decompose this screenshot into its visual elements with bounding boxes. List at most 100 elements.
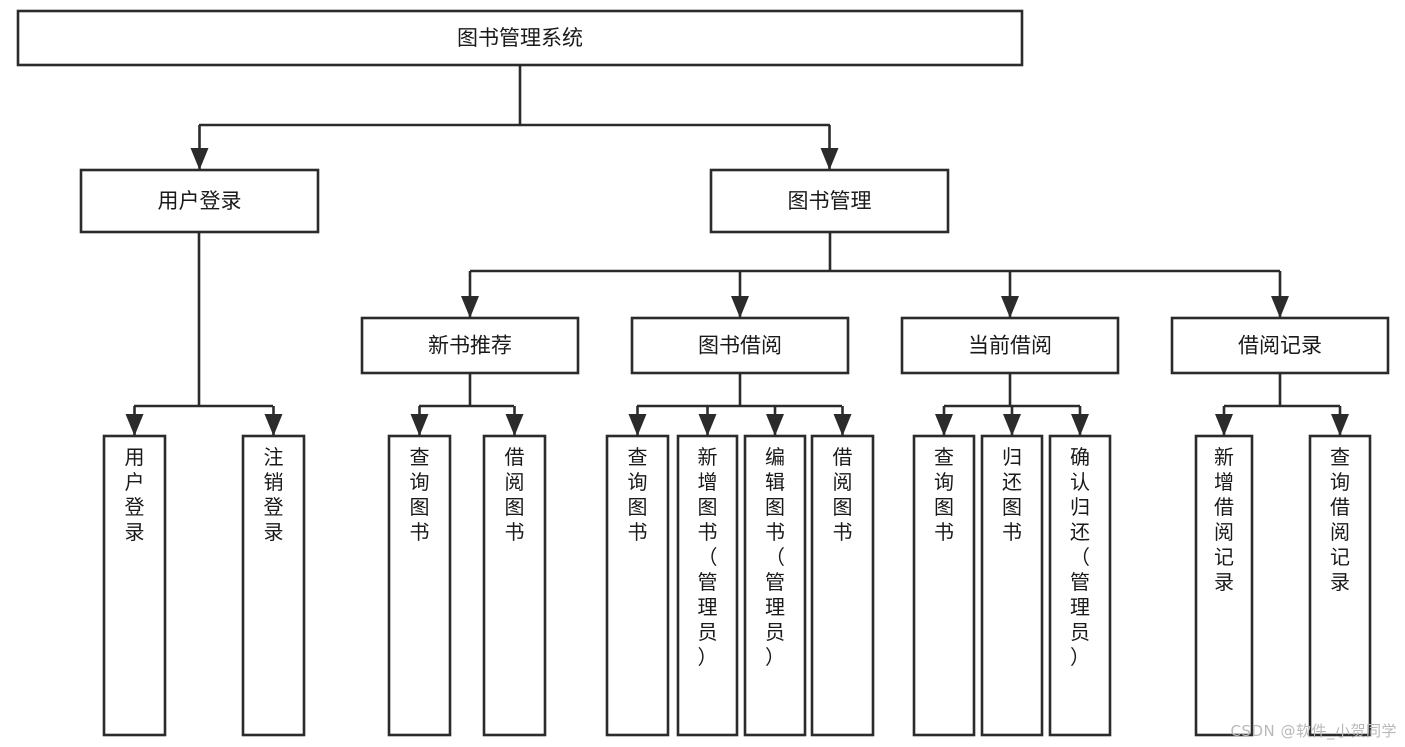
node-leaf-bor-2[interactable]: 新增图书（管理员） xyxy=(676,434,739,737)
arrow-head-icon xyxy=(698,414,717,436)
node-label: 确认归还（管理员） xyxy=(1070,445,1090,669)
arrow-head-icon xyxy=(1271,296,1289,318)
node-box xyxy=(743,434,807,737)
connector-layer xyxy=(125,65,1349,436)
arrow-head-icon xyxy=(461,296,479,318)
edge-borrow-to-leaf-bor-3 xyxy=(766,406,784,436)
node-layer: 图书管理系统用户登录图书管理新书推荐图书借阅当前借阅借阅记录用户登录注销登录查询… xyxy=(16,9,1390,737)
node-leaf-rec-1[interactable]: 新增借阅记录 xyxy=(1194,434,1254,737)
connector-bus-bookmgmt xyxy=(470,232,1280,273)
arrow-head-icon xyxy=(731,296,749,318)
edge-borrow-to-leaf-bor-2 xyxy=(698,406,717,436)
node-box xyxy=(630,316,850,375)
node-current[interactable]: 当前借阅 xyxy=(900,316,1120,375)
node-label: 图书管理 xyxy=(788,189,872,213)
arrow-head-icon xyxy=(935,414,953,436)
connector-bus-current xyxy=(944,373,1080,408)
edge-root-to-login xyxy=(190,125,209,170)
node-box xyxy=(241,434,306,737)
edge-current-to-leaf-cur-2 xyxy=(1003,406,1021,436)
arrow-head-icon xyxy=(1071,414,1089,436)
node-label: 借阅记录 xyxy=(1238,334,1322,358)
node-leaf-cur-3[interactable]: 确认归还（管理员） xyxy=(1048,434,1112,737)
edge-current-to-leaf-cur-3 xyxy=(1071,406,1089,436)
node-label: 注销登录 xyxy=(264,445,284,544)
node-label: 新书推荐 xyxy=(428,334,512,358)
node-leaf-new-1[interactable]: 查询图书 xyxy=(387,434,452,737)
arrow-head-icon xyxy=(628,414,647,436)
node-leaf-bor-3[interactable]: 编辑图书（管理员） xyxy=(743,434,807,737)
edge-root-to-bookmgmt xyxy=(820,125,839,170)
edge-login-to-leaf-login-2 xyxy=(264,406,283,436)
node-box xyxy=(360,316,580,375)
node-label: 图书借阅 xyxy=(698,334,782,358)
connector-bus-borrow xyxy=(637,373,842,408)
node-label: 查询图书 xyxy=(410,445,430,544)
node-label: 借阅图书 xyxy=(505,445,525,544)
arrow-head-icon xyxy=(505,414,524,436)
edge-login-to-leaf-login-1 xyxy=(125,406,144,436)
node-leaf-new-2[interactable]: 借阅图书 xyxy=(482,434,547,737)
node-login[interactable]: 用户登录 xyxy=(79,168,320,234)
edge-records-to-leaf-rec-2 xyxy=(1331,406,1349,436)
node-root[interactable]: 图书管理系统 xyxy=(16,9,1024,67)
node-box xyxy=(79,168,320,234)
arrow-head-icon xyxy=(1001,296,1019,318)
node-box xyxy=(482,434,547,737)
node-leaf-login-1[interactable]: 用户登录 xyxy=(102,434,167,737)
node-box xyxy=(16,9,1024,67)
node-label: 归还图书 xyxy=(1002,445,1022,544)
arrow-head-icon xyxy=(125,414,144,436)
node-label: 编辑图书（管理员） xyxy=(765,445,785,669)
node-box xyxy=(1170,316,1390,375)
node-box xyxy=(709,168,950,234)
node-label: 新增借阅记录 xyxy=(1214,445,1234,594)
node-borrow[interactable]: 图书借阅 xyxy=(630,316,850,375)
node-box xyxy=(1048,434,1112,737)
edge-records-to-leaf-rec-1 xyxy=(1215,406,1233,436)
edge-bookmgmt-to-borrow xyxy=(731,271,749,318)
node-leaf-rec-2[interactable]: 查询借阅记录 xyxy=(1308,434,1372,737)
node-box xyxy=(810,434,875,737)
arrow-head-icon xyxy=(766,414,784,436)
node-newbook[interactable]: 新书推荐 xyxy=(360,316,580,375)
node-label: 当前借阅 xyxy=(968,334,1052,358)
node-leaf-cur-2[interactable]: 归还图书 xyxy=(980,434,1044,737)
node-box xyxy=(676,434,739,737)
node-label: 用户登录 xyxy=(125,445,145,544)
node-box xyxy=(900,316,1120,375)
node-leaf-login-2[interactable]: 注销登录 xyxy=(241,434,306,737)
edge-newbook-to-leaf-new-2 xyxy=(505,406,524,436)
node-box xyxy=(1308,434,1372,737)
connector-bus-root xyxy=(199,65,830,127)
node-box xyxy=(912,434,976,737)
node-leaf-bor-1[interactable]: 查询图书 xyxy=(605,434,670,737)
node-leaf-cur-1[interactable]: 查询图书 xyxy=(912,434,976,737)
connector-bus-login xyxy=(134,232,273,408)
node-box xyxy=(980,434,1044,737)
node-records[interactable]: 借阅记录 xyxy=(1170,316,1390,375)
node-label: 图书管理系统 xyxy=(457,26,583,50)
node-leaf-bor-4[interactable]: 借阅图书 xyxy=(810,434,875,737)
connector-bus-newbook xyxy=(419,373,514,408)
node-box xyxy=(1194,434,1254,737)
arrow-head-icon xyxy=(410,414,429,436)
connector-bus-records xyxy=(1224,373,1340,408)
node-label: 查询图书 xyxy=(628,445,648,544)
arrow-head-icon xyxy=(820,148,839,170)
node-label: 新增图书（管理员） xyxy=(698,445,718,669)
arrow-head-icon xyxy=(833,414,852,436)
node-label: 查询借阅记录 xyxy=(1330,445,1350,594)
arrow-head-icon xyxy=(1331,414,1349,436)
node-box xyxy=(387,434,452,737)
node-bookmgmt[interactable]: 图书管理 xyxy=(709,168,950,234)
arrow-head-icon xyxy=(264,414,283,436)
node-box xyxy=(102,434,167,737)
edge-borrow-to-leaf-bor-4 xyxy=(833,406,852,436)
edge-bookmgmt-to-newbook xyxy=(461,271,479,318)
arrow-head-icon xyxy=(1215,414,1233,436)
edge-newbook-to-leaf-new-1 xyxy=(410,406,429,436)
edge-bookmgmt-to-records xyxy=(1271,271,1289,318)
